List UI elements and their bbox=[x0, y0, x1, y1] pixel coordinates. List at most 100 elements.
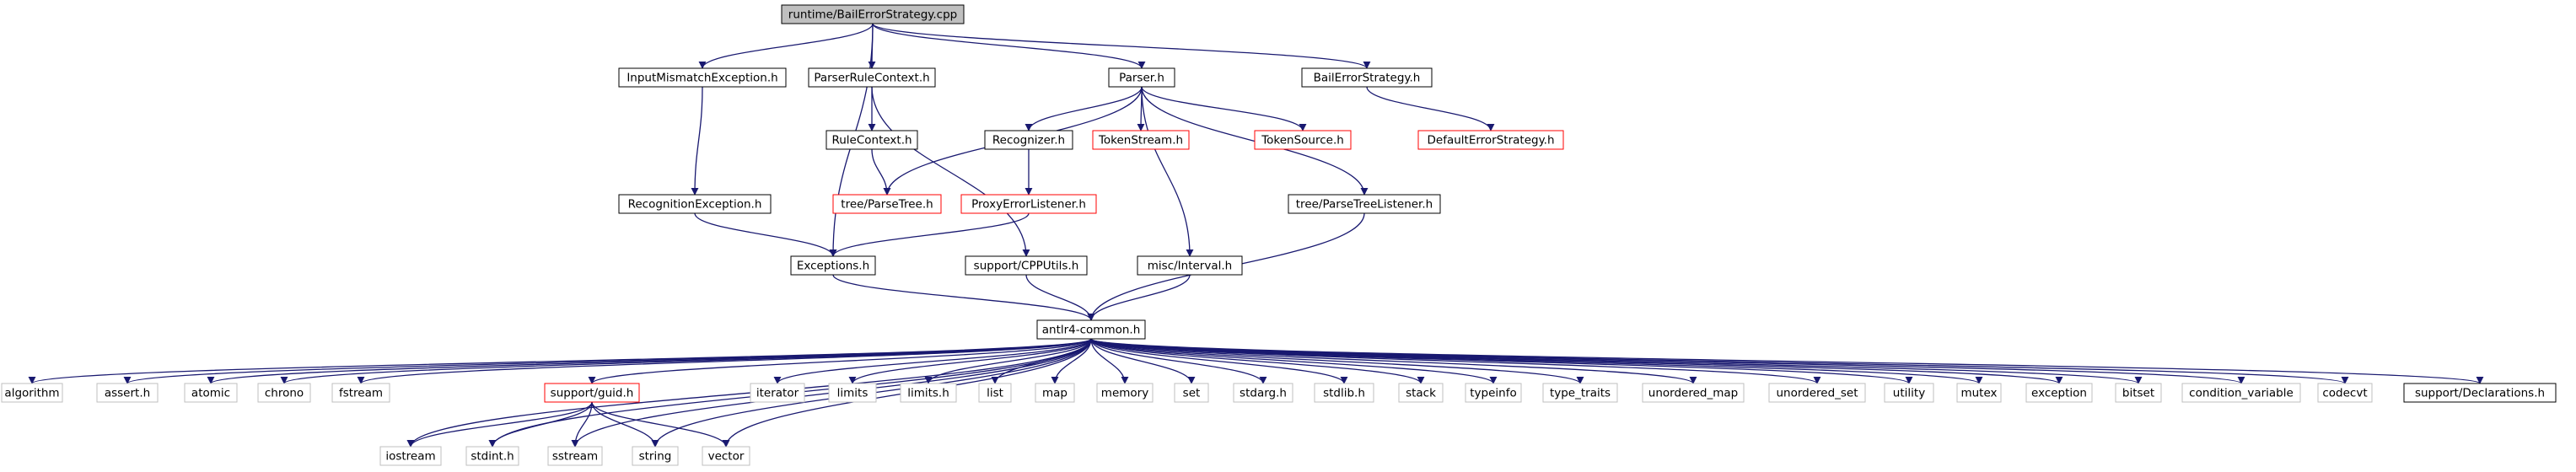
node-box-prc bbox=[808, 67, 936, 88]
node-label-vector: vector bbox=[708, 450, 745, 464]
node-box-root bbox=[781, 4, 965, 24]
node-parsetree[interactable]: tree/ParseTree.h bbox=[832, 194, 942, 214]
node-label-common: antlr4-common.h bbox=[1042, 324, 1141, 337]
edge-common-to-limitsh bbox=[924, 338, 1092, 384]
node-unordered_map: unordered_map bbox=[1642, 383, 1745, 403]
node-box-set bbox=[1174, 383, 1209, 403]
node-root[interactable]: runtime/BailErrorStrategy.cpp bbox=[781, 4, 965, 24]
node-label-stdinth: stdint.h bbox=[471, 450, 514, 464]
edge-prc-to-cpputils bbox=[871, 86, 1030, 257]
node-string: string bbox=[632, 446, 679, 466]
node-box-recognizer bbox=[984, 130, 1073, 150]
edge-guid-to-string bbox=[591, 401, 659, 448]
edge-root-to-parser bbox=[872, 23, 1146, 69]
node-memory: memory bbox=[1096, 383, 1154, 403]
node-mutex: mutex bbox=[1956, 383, 2002, 403]
node-box-ptl bbox=[1288, 194, 1441, 214]
node-box-iostream bbox=[379, 446, 442, 466]
edge-common-to-stdlibh bbox=[1090, 338, 1348, 384]
edge-parser-to-tokensource bbox=[1141, 86, 1307, 131]
node-label-set: set bbox=[1183, 387, 1201, 400]
node-label-stack: stack bbox=[1406, 387, 1436, 400]
node-label-typeinfo: typeinfo bbox=[1470, 387, 1516, 400]
node-box-ime bbox=[618, 67, 787, 88]
node-sstream: sstream bbox=[547, 446, 603, 466]
node-box-limitsh bbox=[900, 383, 957, 403]
node-box-unordered_set bbox=[1768, 383, 1866, 403]
node-label-tokensource: TokenSource.h bbox=[1261, 134, 1344, 148]
node-label-parsetree: tree/ParseTree.h bbox=[841, 198, 933, 212]
edge-guid-to-sstream bbox=[571, 401, 593, 448]
node-box-typeinfo bbox=[1465, 383, 1522, 403]
edge-common-to-asserth bbox=[123, 338, 1092, 384]
node-common[interactable]: antlr4-common.h bbox=[1036, 319, 1146, 340]
node-label-prc: ParserRuleContext.h bbox=[814, 72, 929, 85]
node-vector: vector bbox=[702, 446, 750, 466]
node-list: list bbox=[978, 383, 1012, 403]
edge-common-to-set bbox=[1090, 338, 1196, 384]
node-interval[interactable]: misc/Interval.h bbox=[1137, 255, 1243, 276]
node-ptl[interactable]: tree/ParseTreeListener.h bbox=[1288, 194, 1441, 214]
edge-guid-to-stdinth bbox=[488, 401, 593, 448]
node-box-pel bbox=[960, 194, 1097, 214]
node-algorithm: algorithm bbox=[1, 383, 63, 403]
node-label-recognizer: Recognizer.h bbox=[992, 134, 1065, 148]
edge-common-to-limits bbox=[848, 338, 1092, 384]
node-prc[interactable]: ParserRuleContext.h bbox=[808, 67, 936, 88]
node-recex[interactable]: RecognitionException.h bbox=[618, 194, 772, 214]
node-label-ime: InputMismatchException.h bbox=[627, 72, 777, 85]
node-des[interactable]: DefaultErrorStrategy.h bbox=[1417, 130, 1564, 150]
node-chrono: chrono bbox=[257, 383, 311, 403]
edge-common-to-exception bbox=[1090, 338, 2063, 384]
node-label-list: list bbox=[987, 387, 1003, 400]
node-tokenstream[interactable]: TokenStream.h bbox=[1092, 130, 1190, 150]
node-label-iterator: iterator bbox=[756, 387, 799, 400]
node-label-limits: limits bbox=[837, 387, 869, 400]
node-box-common bbox=[1036, 319, 1146, 340]
node-unordered_set: unordered_set bbox=[1768, 383, 1866, 403]
edge-recex-to-exceptions bbox=[694, 212, 837, 257]
node-exceptions[interactable]: Exceptions.h bbox=[790, 255, 876, 276]
node-tokensource[interactable]: TokenSource.h bbox=[1254, 130, 1352, 150]
node-cpputils[interactable]: support/CPPUtils.h bbox=[965, 255, 1088, 276]
node-box-utility bbox=[1884, 383, 1934, 403]
node-label-des: DefaultErrorStrategy.h bbox=[1428, 134, 1555, 148]
node-label-exception: exception bbox=[2031, 387, 2087, 400]
node-pel[interactable]: ProxyErrorListener.h bbox=[960, 194, 1097, 214]
node-limits: limits bbox=[828, 383, 877, 403]
node-box-atomic bbox=[184, 383, 238, 403]
edge-bes-to-des bbox=[1366, 86, 1495, 131]
node-ime[interactable]: InputMismatchException.h bbox=[618, 67, 787, 88]
node-label-algorithm: algorithm bbox=[4, 387, 59, 400]
node-box-stdargh bbox=[1233, 383, 1293, 403]
node-stdinth: stdint.h bbox=[465, 446, 519, 466]
node-label-parser: Parser.h bbox=[1119, 72, 1164, 85]
node-recognizer[interactable]: Recognizer.h bbox=[984, 130, 1073, 150]
node-box-bitset bbox=[2115, 383, 2162, 403]
node-box-guid bbox=[544, 383, 640, 403]
node-fstream: fstream bbox=[331, 383, 390, 403]
node-label-tokenstream: TokenStream.h bbox=[1098, 134, 1183, 148]
node-guid[interactable]: support/guid.h bbox=[544, 383, 640, 403]
node-exception: exception bbox=[2025, 383, 2093, 403]
node-label-atomic: atomic bbox=[191, 387, 230, 400]
node-label-unordered_map: unordered_map bbox=[1648, 387, 1738, 400]
node-rc[interactable]: RuleContext.h bbox=[826, 130, 918, 150]
node-label-unordered_set: unordered_set bbox=[1776, 387, 1858, 400]
node-box-exceptions bbox=[790, 255, 876, 276]
edge-common-to-stack bbox=[1090, 338, 1425, 384]
edge-common-to-iterator bbox=[773, 338, 1092, 384]
node-iterator: iterator bbox=[750, 383, 805, 403]
node-box-des bbox=[1417, 130, 1564, 150]
node-label-iostream: iostream bbox=[385, 450, 435, 464]
node-box-stack bbox=[1398, 383, 1444, 403]
edge-exceptions-to-common bbox=[832, 274, 1095, 321]
node-condvar: condition_variable bbox=[2181, 383, 2301, 403]
node-bes[interactable]: BailErrorStrategy.h bbox=[1301, 67, 1433, 88]
node-limitsh: limits.h bbox=[900, 383, 957, 403]
node-decls[interactable]: support/Declarations.h bbox=[2403, 383, 2557, 403]
node-set: set bbox=[1174, 383, 1209, 403]
node-box-chrono bbox=[257, 383, 311, 403]
node-parser[interactable]: Parser.h bbox=[1108, 67, 1175, 88]
node-atomic: atomic bbox=[184, 383, 238, 403]
